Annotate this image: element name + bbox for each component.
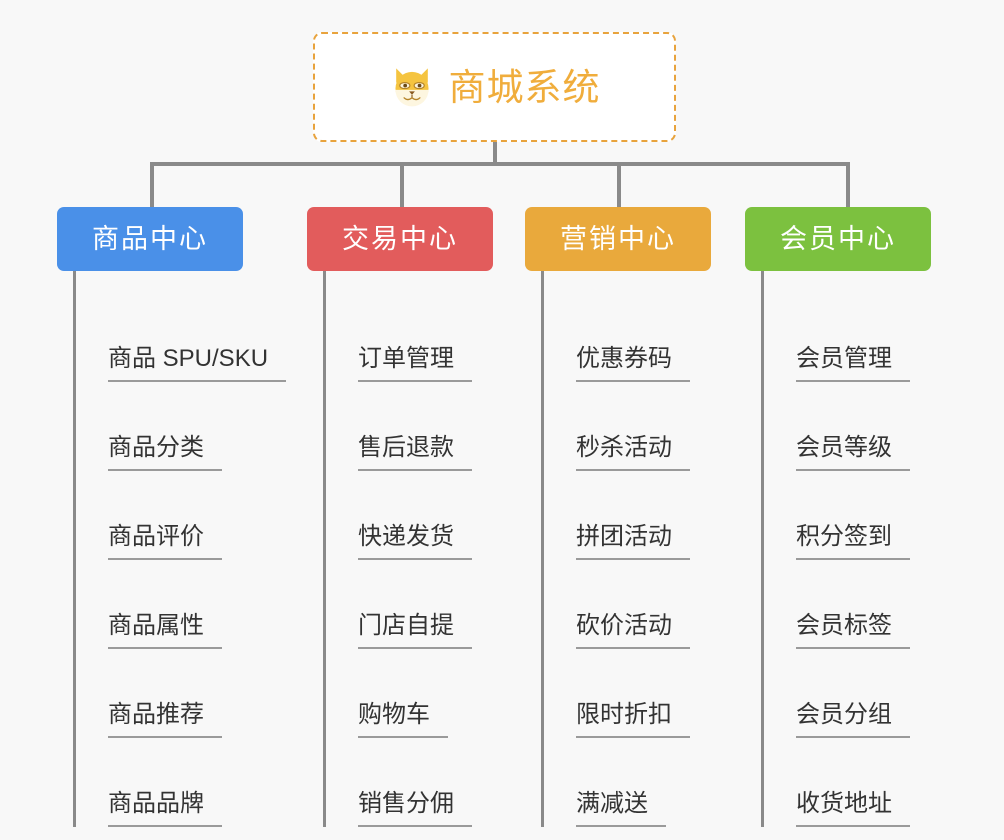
item-label: 商品品牌	[108, 790, 222, 827]
category-label-1: 商品中心	[92, 223, 208, 254]
item-label: 销售分佣	[358, 790, 472, 827]
branch-column-3: 营销中心 优惠券码 秒杀活动 拼团活动 砍价活动 限时折扣 满减送	[525, 207, 711, 827]
item-label: 积分签到	[796, 523, 910, 560]
item-label: 商品 SPU/SKU	[108, 345, 287, 382]
item-list-4: 会员管理 会员等级 积分签到 会员标签 会员分组 收货地址	[761, 271, 931, 827]
item-label: 会员等级	[796, 434, 910, 471]
connector-drop-3	[617, 162, 621, 207]
item-label: 订单管理	[358, 345, 472, 382]
category-header-2[interactable]: 交易中心	[307, 207, 493, 271]
list-item[interactable]: 商品品牌	[108, 738, 286, 827]
item-label: 快递发货	[358, 523, 472, 560]
category-label-3: 营销中心	[560, 223, 676, 254]
list-item[interactable]: 积分签到	[796, 471, 931, 560]
list-item[interactable]: 会员标签	[796, 560, 931, 649]
list-item[interactable]: 收货地址	[796, 738, 931, 827]
category-header-3[interactable]: 营销中心	[525, 207, 711, 271]
item-label: 优惠券码	[576, 345, 690, 382]
list-item[interactable]: 商品分类	[108, 382, 286, 471]
item-label: 商品分类	[108, 434, 222, 471]
root-node-shop-system[interactable]: 商城系统	[313, 32, 676, 142]
category-header-4[interactable]: 会员中心	[745, 207, 931, 271]
connector-drop-4	[846, 162, 850, 207]
list-item[interactable]: 商品属性	[108, 560, 286, 649]
connector-drop-2	[400, 162, 404, 207]
list-item[interactable]: 限时折扣	[576, 649, 711, 738]
list-item[interactable]: 优惠券码	[576, 293, 711, 382]
item-label: 门店自提	[358, 612, 472, 649]
item-label: 秒杀活动	[576, 434, 690, 471]
list-item[interactable]: 快递发货	[358, 471, 493, 560]
item-label: 会员管理	[796, 345, 910, 382]
root-node-title: 商城系统	[448, 66, 601, 108]
list-item[interactable]: 砍价活动	[576, 560, 711, 649]
connector-root-stem	[493, 142, 497, 164]
item-list-2: 订单管理 售后退款 快递发货 门店自提 购物车 销售分佣	[323, 271, 493, 827]
category-label-2: 交易中心	[342, 223, 458, 254]
item-label: 商品属性	[108, 612, 222, 649]
item-label: 购物车	[358, 701, 448, 738]
list-item[interactable]: 会员等级	[796, 382, 931, 471]
list-item[interactable]: 商品推荐	[108, 649, 286, 738]
connector-horizontal-bus	[150, 162, 850, 166]
item-label: 售后退款	[358, 434, 472, 471]
connector-drop-1	[150, 162, 154, 207]
shiba-dog-face-icon	[394, 68, 429, 107]
list-item[interactable]: 满减送	[576, 738, 711, 827]
list-item[interactable]: 会员管理	[796, 293, 931, 382]
item-label: 砍价活动	[576, 612, 690, 649]
list-item[interactable]: 秒杀活动	[576, 382, 711, 471]
item-label: 会员分组	[796, 701, 910, 738]
category-label-4: 会员中心	[780, 223, 896, 254]
item-list-3: 优惠券码 秒杀活动 拼团活动 砍价活动 限时折扣 满减送	[541, 271, 711, 827]
list-item[interactable]: 售后退款	[358, 382, 493, 471]
item-label: 会员标签	[796, 612, 910, 649]
list-item[interactable]: 购物车	[358, 649, 493, 738]
list-item[interactable]: 商品 SPU/SKU	[108, 293, 287, 382]
list-item[interactable]: 会员分组	[796, 649, 931, 738]
item-label: 收货地址	[796, 790, 910, 827]
list-item[interactable]: 商品评价	[108, 471, 286, 560]
branch-column-1: 商品中心 商品 SPU/SKU 商品分类 商品评价 商品属性 商品推荐 商品品牌	[57, 207, 287, 827]
item-label: 拼团活动	[576, 523, 690, 560]
item-label: 满减送	[576, 790, 666, 827]
item-label: 商品推荐	[108, 701, 222, 738]
list-item[interactable]: 订单管理	[358, 293, 493, 382]
item-label: 商品评价	[108, 523, 222, 560]
list-item[interactable]: 销售分佣	[358, 738, 493, 827]
category-header-1[interactable]: 商品中心	[57, 207, 243, 271]
item-label: 限时折扣	[576, 701, 690, 738]
item-list-1: 商品 SPU/SKU 商品分类 商品评价 商品属性 商品推荐 商品品牌	[73, 271, 287, 827]
list-item[interactable]: 拼团活动	[576, 471, 711, 560]
branch-column-4: 会员中心 会员管理 会员等级 积分签到 会员标签 会员分组 收货地址	[745, 207, 931, 827]
list-item[interactable]: 门店自提	[358, 560, 493, 649]
branch-column-2: 交易中心 订单管理 售后退款 快递发货 门店自提 购物车 销售分佣	[307, 207, 493, 827]
